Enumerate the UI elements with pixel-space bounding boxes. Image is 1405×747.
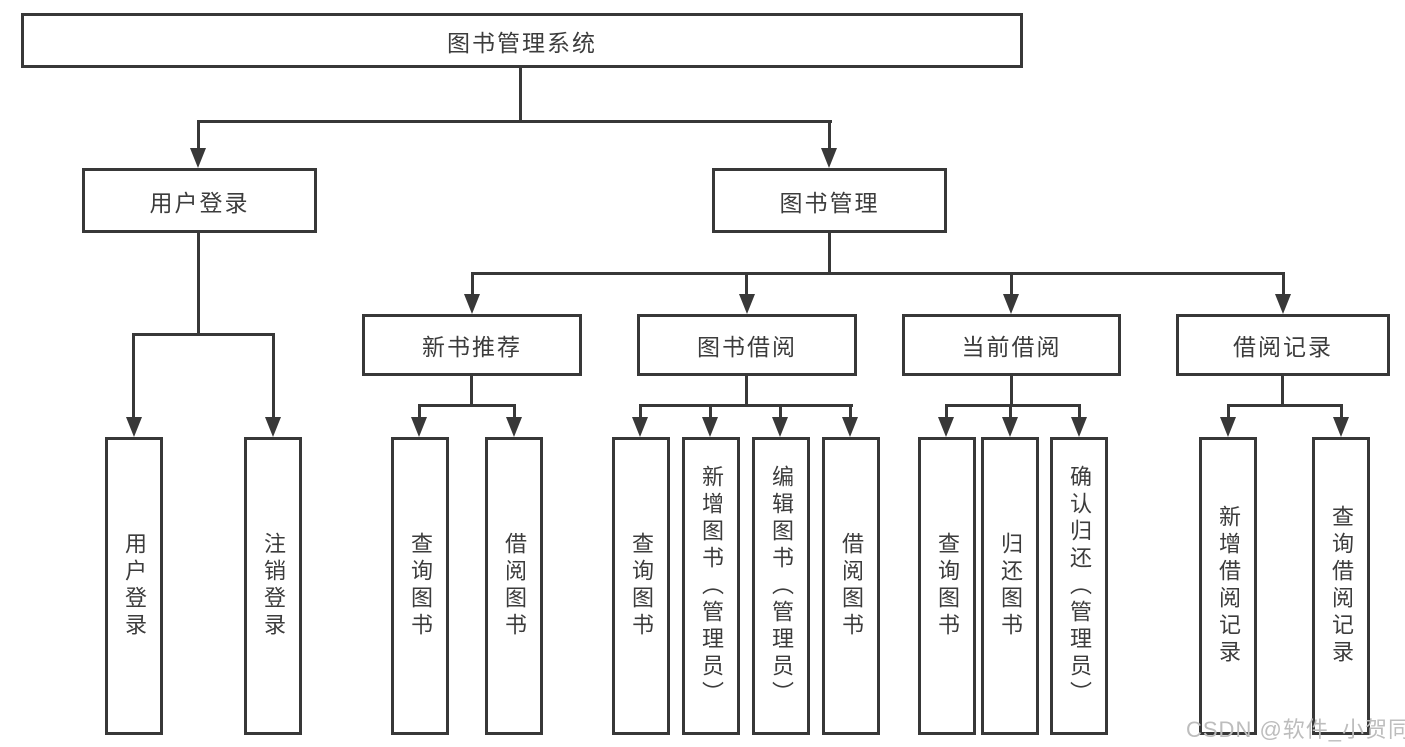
connector-user-login-rail	[132, 333, 275, 336]
arrowhead-br-add	[1220, 417, 1236, 437]
arrowhead-borrow-records	[1275, 294, 1291, 314]
connector-new-books-stem	[470, 376, 473, 407]
arrowhead-bb-borrow	[842, 417, 858, 437]
arrowhead-new-books	[464, 294, 480, 314]
node-book-borrow-label: 图书借阅	[697, 334, 797, 360]
connector-drop-bb-borrow	[849, 404, 852, 419]
connector-drop-cb-confirm	[1078, 404, 1081, 419]
leaf-br-query-record-label: 查询借阅记录	[1329, 505, 1354, 667]
node-user-login: 用户登录	[82, 168, 317, 233]
connector-drop-bb-edit	[779, 404, 782, 419]
arrowhead-br-query	[1333, 417, 1349, 437]
connector-current-borrow-stem	[1010, 376, 1013, 407]
arrowhead-nb-query	[411, 417, 427, 437]
arrowhead-bb-add	[702, 417, 718, 437]
connector-book-mgmt-stem	[828, 233, 831, 274]
leaf-nb-borrow-books: 借阅图书	[485, 437, 543, 735]
connector-drop-leaf-logout	[272, 333, 275, 419]
connector-new-books-rail	[418, 404, 516, 407]
leaf-br-query-record: 查询借阅记录	[1312, 437, 1370, 735]
node-book-mgmt-label: 图书管理	[779, 189, 880, 216]
node-user-login-label: 用户登录	[149, 189, 250, 216]
node-new-books: 新书推荐	[362, 314, 582, 376]
leaf-cb-confirm-return-admin: 确认归还（管理员）	[1050, 437, 1108, 735]
leaf-bb-query-books-label: 查询图书	[629, 532, 654, 640]
connector-user-login-stem	[197, 233, 200, 336]
connector-drop-br-query	[1340, 404, 1343, 419]
connector-drop-current-borrow	[1010, 272, 1013, 296]
node-root: 图书管理系统	[21, 13, 1023, 68]
connector-current-borrow-rail	[945, 404, 1081, 407]
connector-drop-book-mgmt	[828, 120, 831, 150]
csdn-watermark: CSDN @软件_小贺同学	[1186, 717, 1405, 742]
leaf-cb-return-books: 归还图书	[981, 437, 1039, 735]
arrowhead-bb-query	[632, 417, 648, 437]
leaf-bb-borrow-books: 借阅图书	[822, 437, 880, 735]
connector-drop-br-add	[1227, 404, 1230, 419]
arrowhead-cb-query	[938, 417, 954, 437]
leaf-user-login-label: 用户登录	[122, 532, 147, 640]
arrowhead-book-mgmt	[821, 148, 837, 168]
leaf-bb-edit-books-admin-label: 编辑图书（管理员）	[769, 464, 794, 708]
leaf-nb-query-books-label: 查询图书	[408, 532, 433, 640]
leaf-logout-label: 注销登录	[261, 532, 286, 640]
connector-drop-cb-return	[1009, 404, 1012, 419]
node-root-label: 图书管理系统	[447, 29, 597, 56]
connector-drop-bb-query	[639, 404, 642, 419]
arrowhead-cb-return	[1002, 417, 1018, 437]
connector-drop-nb-borrow	[513, 404, 516, 419]
arrowhead-current-borrow	[1003, 294, 1019, 314]
leaf-nb-query-books: 查询图书	[391, 437, 449, 735]
leaf-nb-borrow-books-label: 借阅图书	[502, 532, 527, 640]
node-new-books-label: 新书推荐	[422, 334, 522, 360]
leaf-user-login: 用户登录	[105, 437, 163, 735]
leaf-cb-return-books-label: 归还图书	[998, 532, 1023, 640]
connector-borrow-records-rail	[1227, 404, 1343, 407]
arrowhead-bb-edit	[772, 417, 788, 437]
leaf-cb-query-books-label: 查询图书	[935, 532, 960, 640]
connector-drop-user-login	[197, 120, 200, 150]
node-book-borrow: 图书借阅	[637, 314, 857, 376]
connector-book-borrow-rail	[639, 404, 853, 407]
leaf-bb-add-books-admin: 新增图书（管理员）	[682, 437, 740, 735]
connector-drop-borrow-records	[1282, 272, 1285, 296]
connector-book-borrow-stem	[745, 376, 748, 407]
node-borrow-records: 借阅记录	[1176, 314, 1390, 376]
leaf-bb-add-books-admin-label: 新增图书（管理员）	[699, 464, 724, 708]
arrowhead-user-login	[190, 148, 206, 168]
leaf-br-add-record-label: 新增借阅记录	[1216, 505, 1241, 667]
connector-drop-cb-query	[945, 404, 948, 419]
leaf-bb-borrow-books-label: 借阅图书	[839, 532, 864, 640]
leaf-cb-confirm-return-admin-label: 确认归还（管理员）	[1067, 464, 1092, 708]
connector-drop-leaf-login	[132, 333, 135, 419]
leaf-logout: 注销登录	[244, 437, 302, 735]
arrowhead-leaf-login	[126, 417, 142, 437]
connector-root-stem	[519, 68, 522, 122]
leaf-cb-query-books: 查询图书	[918, 437, 976, 735]
connector-level2-rail	[198, 120, 832, 123]
node-current-borrow-label: 当前借阅	[961, 334, 1062, 360]
connector-drop-nb-query	[418, 404, 421, 419]
connector-borrow-records-stem	[1281, 376, 1284, 407]
connector-drop-book-borrow	[745, 272, 748, 296]
leaf-br-add-record: 新增借阅记录	[1199, 437, 1257, 735]
node-borrow-records-label: 借阅记录	[1233, 334, 1333, 360]
arrowhead-nb-borrow	[506, 417, 522, 437]
connector-level3-rail	[471, 272, 1285, 275]
leaf-bb-edit-books-admin: 编辑图书（管理员）	[752, 437, 810, 735]
arrowhead-book-borrow	[739, 294, 755, 314]
arrowhead-leaf-logout	[265, 417, 281, 437]
connector-drop-bb-add	[709, 404, 712, 419]
connector-drop-new-books	[471, 272, 474, 296]
node-current-borrow: 当前借阅	[902, 314, 1121, 376]
leaf-bb-query-books: 查询图书	[612, 437, 670, 735]
arrowhead-cb-confirm	[1071, 417, 1087, 437]
node-book-mgmt: 图书管理	[712, 168, 947, 233]
